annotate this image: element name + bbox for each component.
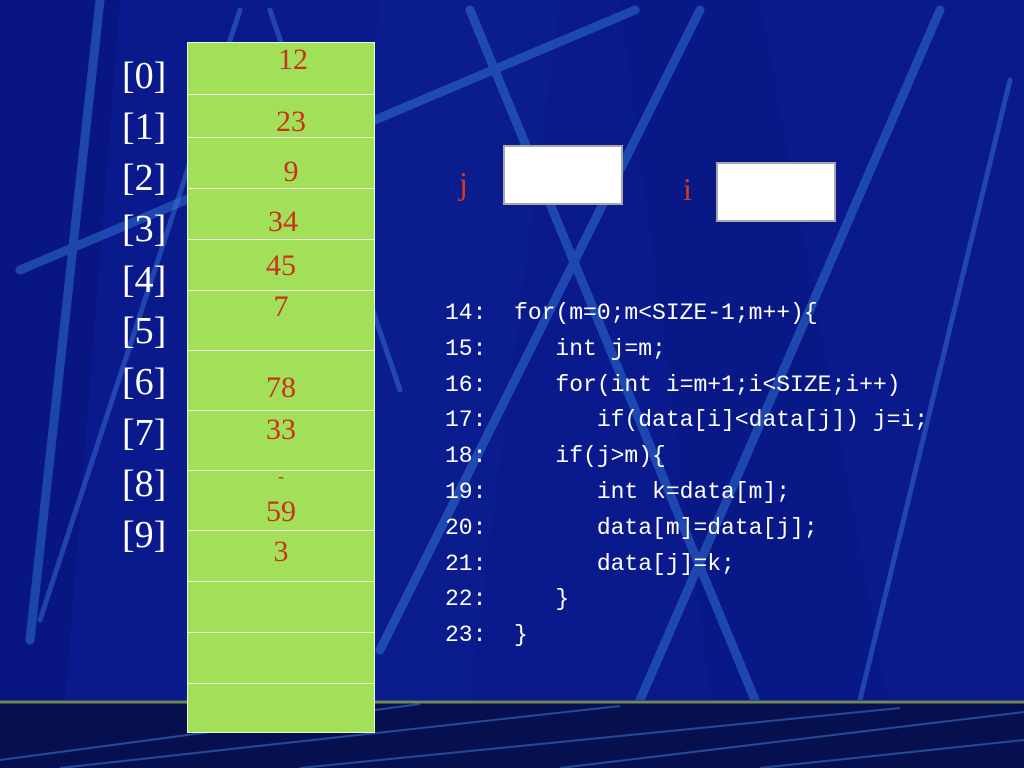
array-value: 12 — [278, 43, 308, 76]
index-label: [7] — [122, 412, 167, 454]
cell-divider — [188, 632, 374, 633]
array-value: - — [278, 466, 284, 486]
cell-divider — [188, 683, 374, 684]
code-line: 22: } — [445, 586, 570, 613]
array-value: 45 — [266, 249, 296, 282]
array-value: 59 — [266, 495, 296, 528]
code-line: 20: data[m]=data[j]; — [445, 514, 818, 541]
index-label: [5] — [122, 310, 167, 352]
code-line: 15: int j=m; — [445, 335, 666, 362]
array-value: 23 — [276, 105, 306, 138]
array-value: 9 — [283, 155, 299, 188]
index-label: [1] — [122, 106, 167, 148]
index-label: [4] — [122, 259, 167, 301]
index-label: [3] — [122, 208, 167, 250]
array-value: 33 — [266, 413, 296, 446]
code-line: 14: for(m=0;m<SIZE-1;m++){ — [445, 300, 818, 326]
code-line: 19: int k=data[m]; — [445, 478, 791, 505]
code-line: 18: if(j>m){ — [445, 443, 666, 470]
code-listing: 14: for(m=0;m<SIZE-1;m++){ 15: int j=m; 16… — [445, 296, 928, 654]
cell-divider — [188, 137, 374, 138]
index-label: [9] — [122, 514, 167, 556]
index-label: [0] — [122, 55, 167, 97]
cell-divider — [188, 94, 374, 95]
cell-divider — [188, 530, 374, 531]
code-line: 17: if(data[i]<data[j]) j=i; — [445, 407, 929, 434]
code-line: 23: } — [445, 622, 528, 649]
index-label: [2] — [122, 157, 167, 199]
variable-i-box — [716, 162, 836, 222]
cell-divider — [188, 188, 374, 189]
cell-divider — [188, 239, 374, 240]
array-value: 3 — [273, 535, 289, 568]
array-value: 34 — [268, 205, 298, 238]
cell-divider — [188, 470, 374, 471]
variable-i-label: i — [683, 171, 692, 207]
cell-divider — [188, 581, 374, 582]
cell-divider — [188, 290, 374, 291]
code-line: 16: for(int i=m+1;i<SIZE;i++) — [445, 371, 901, 398]
variable-j-label: j — [459, 165, 468, 201]
cell-divider — [188, 350, 374, 351]
index-label: [8] — [122, 463, 167, 505]
code-line: 21: data[j]=k; — [445, 550, 735, 577]
array-value: 7 — [273, 290, 289, 323]
cell-divider — [188, 410, 374, 411]
array-value: 78 — [266, 371, 296, 404]
array-column — [187, 42, 375, 733]
index-label: [6] — [122, 361, 167, 403]
variable-j-box — [503, 145, 623, 205]
